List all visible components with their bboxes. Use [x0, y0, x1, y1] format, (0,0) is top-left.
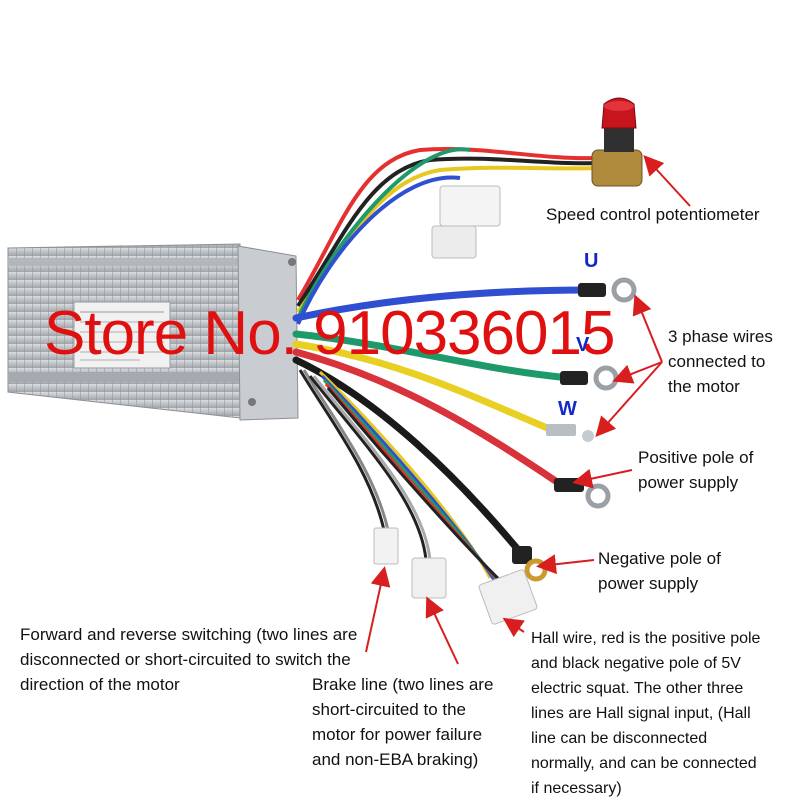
controller-housing	[7, 243, 299, 421]
arrow-phase-w	[595, 361, 663, 437]
phase-wires	[292, 286, 594, 556]
arrow-phase-u	[632, 294, 663, 363]
hall-wire-label: Hall wire, red is the positive pole and …	[531, 630, 761, 797]
negative-pole-label: Negative pole of power supply	[598, 549, 721, 593]
signal-harness	[298, 369, 508, 588]
screw-icon	[248, 398, 256, 406]
potentiometer-harness	[296, 146, 597, 325]
arrow-potentiometer	[643, 155, 691, 207]
phase-wire-v	[292, 330, 574, 382]
phase-wire-w	[292, 340, 556, 434]
arrow-brake	[425, 596, 459, 665]
arrow-hall	[502, 617, 525, 638]
annotation-arrows	[365, 155, 691, 665]
positive-power-wire	[292, 348, 564, 488]
positive-pole-label: Positive pole of power supply	[638, 448, 754, 492]
three-phase-label: 3 phase wires connected to the motor	[668, 327, 773, 396]
arrow-negative	[536, 554, 595, 575]
store-watermark: Store No. 910336015	[44, 299, 615, 368]
forward-reverse-label: Forward and reverse switching (two lines…	[20, 625, 358, 694]
phase-wire-u	[292, 286, 594, 322]
phase-w-label: W	[558, 398, 577, 420]
arrow-positive	[572, 468, 633, 489]
phase-u-label: U	[584, 250, 599, 272]
phase-v-label: V	[576, 334, 590, 356]
white-connector	[431, 185, 501, 259]
signal-connectors	[373, 527, 538, 625]
screw-icon	[288, 258, 296, 266]
product-label-sticker	[73, 301, 171, 369]
speed-control-label: Speed control potentiometer	[546, 205, 760, 224]
negative-power-wire	[292, 356, 524, 556]
arrow-forward-reverse	[365, 566, 391, 653]
brake-line-label: Brake line (two lines are short-circuite…	[312, 675, 494, 769]
speed-potentiometer	[591, 97, 643, 187]
arrow-phase-v	[612, 361, 663, 384]
